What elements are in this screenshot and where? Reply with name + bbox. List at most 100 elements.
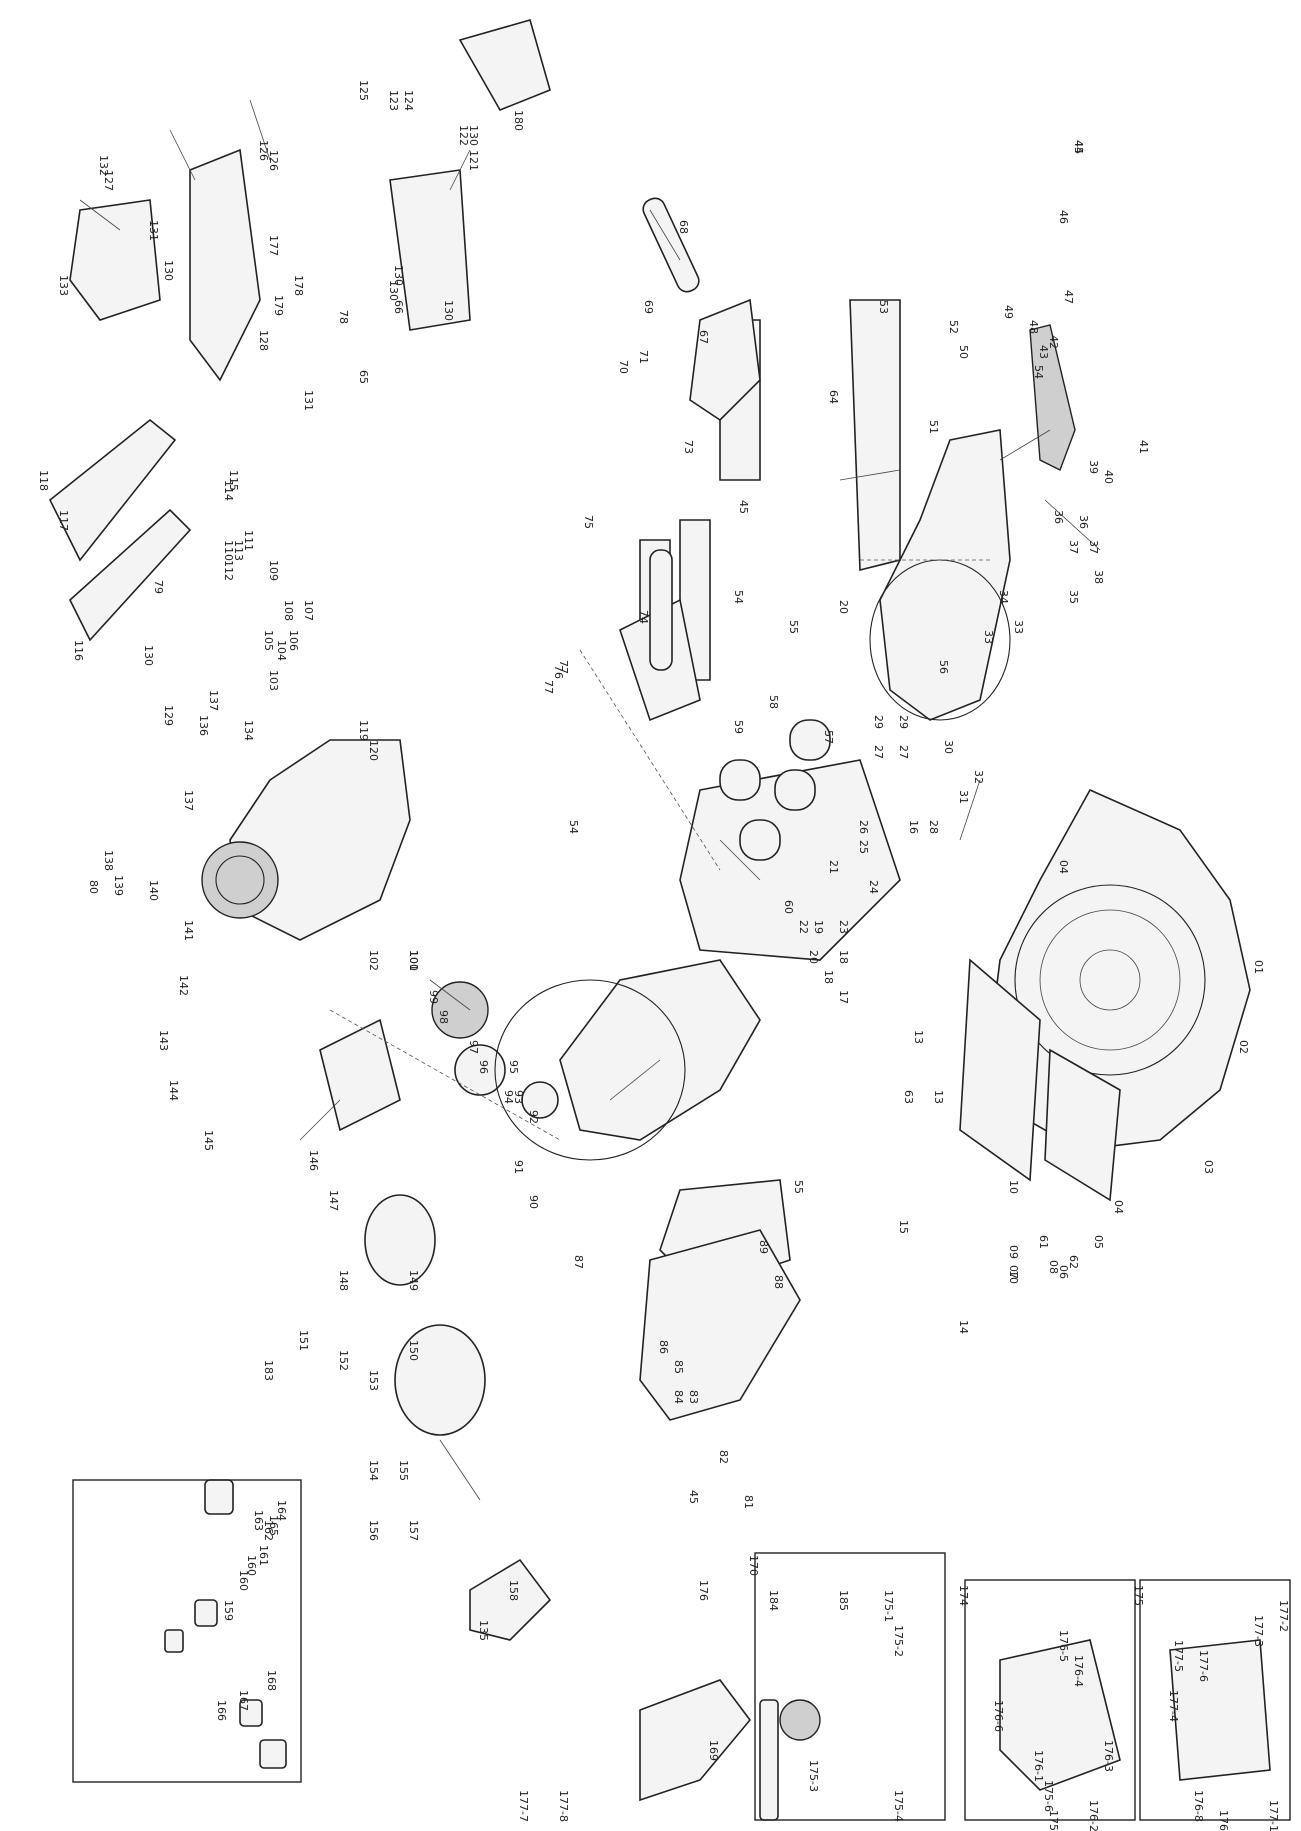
part-number-label: 20 (807, 950, 820, 964)
part-number-label: 123 (387, 90, 400, 111)
part-number-label: 89 (757, 1240, 770, 1254)
part-number-label: 39 (1087, 460, 1100, 474)
part-number-label: 102 (367, 950, 380, 971)
part-number-label: 159 (222, 1600, 235, 1621)
part-number-label: 80 (87, 880, 100, 894)
part-number-label: 116 (72, 640, 85, 661)
part-number-label: 57 (822, 730, 835, 744)
part-number-label: 177-6 (1197, 1650, 1210, 1682)
part-number-label: 01 (1252, 960, 1265, 974)
part-number-label: 77 (542, 680, 555, 694)
part-number-label: 45 (1072, 140, 1085, 154)
part-number-label: 97 (467, 1040, 480, 1054)
part-number-label: 36 (1052, 510, 1065, 524)
part-number-label: 66 (392, 300, 405, 314)
part-number-label: 165 (267, 1515, 280, 1536)
part-number-label: 130 (142, 645, 155, 666)
part-number-label: 69 (642, 300, 655, 314)
part-number-label: 141 (182, 920, 195, 941)
part-number-label: 62 (1067, 1255, 1080, 1269)
part-number-label: 49 (1002, 305, 1015, 319)
part-number-label: 136 (197, 715, 210, 736)
part-number-label: 61 (1037, 1235, 1050, 1249)
part-number-label: 45 (687, 1490, 700, 1504)
part-number-label: 08 (1047, 1260, 1060, 1274)
part-number-label: 152 (337, 1350, 350, 1371)
part-number-label: 55 (792, 1180, 805, 1194)
part-number-label: 137 (207, 690, 220, 711)
part-number-label: 112 (222, 560, 235, 581)
part-number-label: 04 (1112, 1200, 1125, 1214)
part-number-label: 14 (957, 1320, 970, 1334)
part-number-label: 177-7 (517, 1790, 530, 1822)
part-number-label: 160 (245, 1555, 258, 1576)
part-number-label: 13 (932, 1090, 945, 1104)
part-number-label: 117 (57, 510, 70, 531)
part-number-label: 78 (337, 310, 350, 324)
part-number-label: 02 (1237, 1040, 1250, 1054)
part-number-label: 18 (837, 950, 850, 964)
part-number-label: 175-3 (807, 1760, 820, 1792)
part-number-label: 130 (387, 280, 400, 301)
part-number-label: 177-5 (1172, 1640, 1185, 1672)
part-number-label: 113 (232, 540, 245, 561)
part-number-label: 79 (152, 580, 165, 594)
part-number-label: 27 (897, 745, 910, 759)
part-number-label: 20 (837, 600, 850, 614)
leader-lines (79, 99, 1101, 1501)
part-number-label: 41 (1137, 440, 1150, 454)
part-number-label: 180 (512, 110, 525, 131)
part-number-label: 177-2 (1277, 1600, 1290, 1632)
part-number-label: 175-2 (892, 1625, 905, 1657)
part-number-label: 110 (222, 540, 235, 561)
part-number-label: 161 (257, 1545, 270, 1566)
part-number-label: 46 (1057, 210, 1070, 224)
part-number-label: 156 (367, 1520, 380, 1541)
part-number-label: 148 (337, 1270, 350, 1291)
part-number-label: 127 (102, 170, 115, 191)
part-number-label: 176-1 (1032, 1750, 1045, 1782)
frame-175 (754, 1552, 946, 1821)
part-number-label: 04 (1057, 860, 1070, 874)
part-number-label: 34 (997, 590, 1010, 604)
part-shapes (48, 19, 1271, 1821)
part-number-label: 74 (637, 610, 650, 624)
part-number-label: 118 (37, 470, 50, 491)
part-number-label: 38 (1092, 570, 1105, 584)
part-number-label: 174 (957, 1585, 970, 1606)
part-number-label: 176-4 (1072, 1655, 1085, 1687)
part-number-label: 120 (367, 740, 380, 761)
part-number-label: 114 (222, 480, 235, 501)
part-number-label: 129 (162, 705, 175, 726)
part-number-label: 92 (527, 1110, 540, 1124)
frame-176 (964, 1579, 1136, 1821)
part-number-label: 51 (927, 420, 940, 434)
part-number-label: 119 (357, 720, 370, 741)
part-number-label: 10 (1007, 1270, 1020, 1284)
part-number-label: 130 (442, 300, 455, 321)
part-number-label: 63 (902, 1090, 915, 1104)
part-number-label: 121 (467, 150, 480, 171)
part-number-label: 84 (672, 1390, 685, 1404)
part-number-label: 77 (557, 660, 570, 674)
part-number-label: 105 (262, 630, 275, 651)
part-number-label: 42 (1047, 335, 1060, 349)
part-number-label: 138 (102, 850, 115, 871)
part-number-label: 54 (1032, 365, 1045, 379)
part-number-label: 99 (427, 990, 440, 1004)
part-number-label: 98 (437, 1010, 450, 1024)
part-number-label: 177 (267, 235, 280, 256)
part-number-label: 56 (937, 660, 950, 674)
part-number-label: 59 (732, 720, 745, 734)
part-number-label: 95 (507, 1060, 520, 1074)
part-number-label: 150 (407, 1340, 420, 1361)
part-number-label: 167 (237, 1690, 250, 1711)
part-number-label: 44 (1072, 140, 1085, 154)
inset-frame-160-170 (72, 1479, 302, 1783)
part-number-label: 177-1 (1267, 1800, 1280, 1831)
part-number-label: 177-4 (1167, 1690, 1180, 1722)
part-number-label: 09 (1007, 1245, 1020, 1259)
part-number-label: 168 (265, 1670, 278, 1691)
part-number-label: 107 (302, 600, 315, 621)
part-number-label: 137 (182, 790, 195, 811)
